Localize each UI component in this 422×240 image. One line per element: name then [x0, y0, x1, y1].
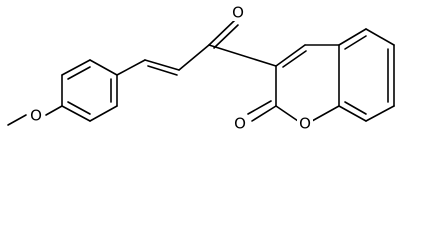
bond-aryl-vinyl — [116, 59, 146, 76]
ring2-bond-c3-c4 — [275, 44, 306, 67]
bond-carbonyl-double-inner — [213, 24, 239, 49]
ring2-bond-c8a-o1 — [311, 105, 340, 122]
ring3-inner-bond-3 — [344, 101, 367, 115]
ring3-bond-2 — [365, 28, 395, 46]
molecule-structure: O O O O — [7, 4, 395, 133]
ring3-bond-1 — [338, 28, 367, 46]
bond-carbonyl-coumarin — [208, 44, 277, 67]
ring1-bond-3 — [89, 59, 118, 76]
bond-vinyl-carbonyl — [178, 44, 210, 71]
ring1-bond-2 — [61, 59, 91, 76]
benzo-ring — [338, 28, 395, 122]
methoxyphenyl-ring — [61, 59, 118, 122]
ring2-bond-o1-c2 — [275, 105, 299, 122]
atom-label-methoxy-oxygen: O — [30, 107, 42, 125]
ring1-bond-5 — [89, 105, 118, 122]
lactone-carbonyl-bond-inner — [247, 100, 272, 115]
bond-methyl-o — [7, 114, 27, 126]
lactone-carbonyl-bond — [251, 105, 277, 122]
enone-linker — [116, 19, 277, 76]
ring1-inner-bond-1 — [67, 66, 91, 80]
ring3-bond-4 — [365, 105, 395, 122]
pyranone-ring — [247, 44, 340, 122]
bond-vinyl-double-inner — [147, 65, 178, 76]
ring3-bond-5 — [338, 105, 367, 122]
atom-label-ketone-oxygen: O — [232, 4, 244, 22]
bond-carbonyl-double — [208, 19, 236, 46]
atom-label-lactone-carbonyl-oxygen: O — [234, 115, 246, 133]
atom-label-ring-oxygen: O — [299, 115, 311, 133]
ring3-inner-bond-1 — [344, 35, 367, 50]
ring2-bond-c3-c4-inner — [282, 50, 307, 68]
bond-o-aryl — [45, 105, 63, 116]
atom-labels: O O O O — [28, 4, 313, 133]
bond-vinyl-double — [144, 59, 180, 71]
ring1-bond-6 — [61, 105, 91, 122]
ring1-inner-bond-3 — [67, 101, 91, 115]
methoxy-group — [7, 105, 63, 126]
